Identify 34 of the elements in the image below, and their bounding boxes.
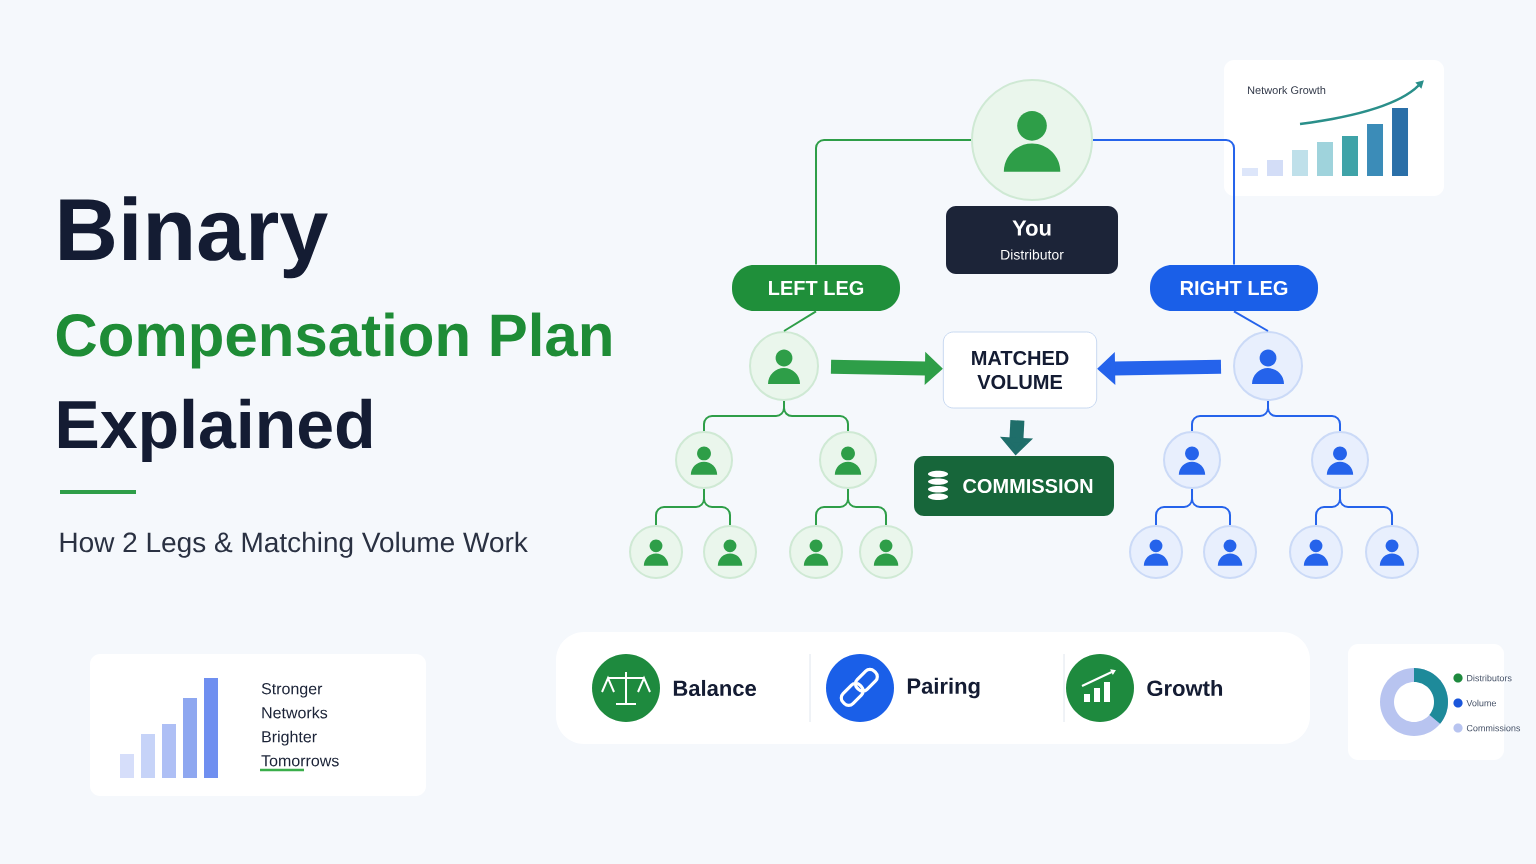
avatar-circle xyxy=(629,525,683,579)
subtitle: How 2 Legs & Matching Volume Work xyxy=(60,531,528,558)
connector-line xyxy=(703,488,731,526)
connector-line xyxy=(1092,139,1235,266)
avatar-circle xyxy=(1129,525,1183,579)
card-text: Stronger Networks Brighter Tomorrows xyxy=(261,683,339,767)
connector-line xyxy=(783,310,817,332)
leg-pill: RIGHT LEG xyxy=(1150,265,1318,311)
connector-line xyxy=(1233,310,1269,332)
avatar-circle xyxy=(1311,431,1369,489)
avatar-circle xyxy=(1203,525,1257,579)
avatar-circle xyxy=(703,525,757,579)
avatar-circle xyxy=(675,431,733,489)
feature-label: Pairing xyxy=(907,677,980,699)
volume-box: MATCHED VOLUME xyxy=(942,331,1098,409)
title-line: Binary xyxy=(60,196,328,279)
avatar-circle xyxy=(819,431,877,489)
commission-box: COMMISSION xyxy=(914,456,1114,516)
title-line: Compensation Plan xyxy=(56,312,611,369)
leg-pill: LEFT LEG xyxy=(732,265,900,311)
connector-line xyxy=(815,139,972,266)
connector-line xyxy=(1267,400,1341,432)
avatar-circle xyxy=(1289,525,1343,579)
connector-line xyxy=(783,400,849,432)
feature-label: Growth xyxy=(1147,679,1223,697)
avatar-circle xyxy=(789,525,843,579)
avatar-circle xyxy=(1233,331,1303,401)
avatar-circle xyxy=(1365,525,1419,579)
feature-label: Balance xyxy=(673,679,757,697)
avatar-circle xyxy=(1163,431,1221,489)
avatar-circle xyxy=(859,525,913,579)
avatar-circle xyxy=(749,331,819,401)
avatar-circle xyxy=(971,79,1093,201)
title-line: Explained xyxy=(58,398,372,463)
